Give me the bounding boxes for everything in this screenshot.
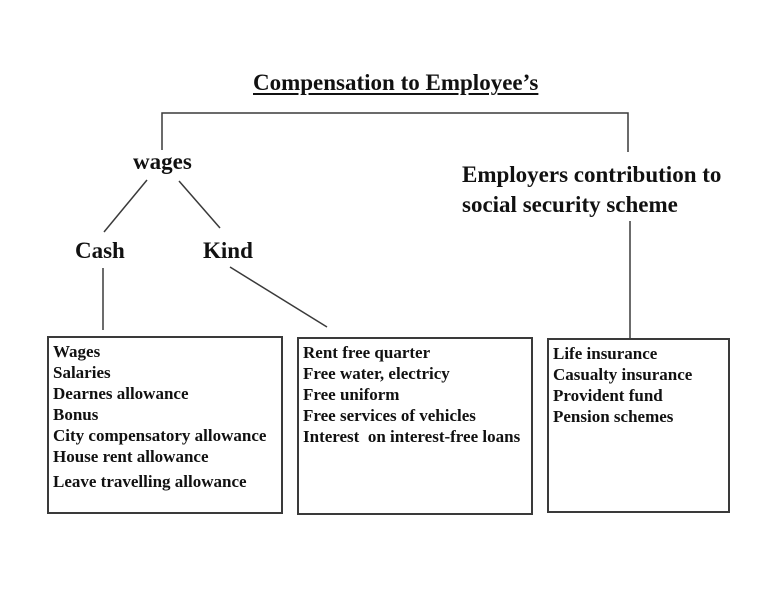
kind-box-item: Free services of vehicles	[303, 406, 476, 425]
kind-items-box: Rent free quarter Free water, electricy …	[297, 337, 533, 515]
node-employers-contribution: Employers contribution to social securit…	[462, 162, 722, 217]
node-cash: Cash	[75, 238, 125, 263]
employer-box-item: Casualty insurance	[553, 365, 693, 384]
cash-box-item: Leave travelling allowance	[53, 472, 247, 491]
cash-box-item: Bonus	[53, 405, 99, 424]
kind-box-item: Free uniform	[303, 385, 400, 404]
employer-box-item: Life insurance	[553, 344, 658, 363]
employer-box-item: Pension schemes	[553, 407, 674, 426]
cash-items-box: Wages Salaries Dearnes allowance Bonus C…	[47, 336, 283, 514]
employer-box-item: Provident fund	[553, 386, 663, 405]
wages-to-cash-line	[103, 179, 148, 233]
kind-box-item: Free water, electricy	[303, 364, 450, 383]
wages-to-kind-line	[178, 180, 221, 229]
cash-box-item: Salaries	[53, 363, 111, 382]
node-wages: wages	[133, 149, 192, 174]
employer-items-box: Life insurance Casualty insurance Provid…	[547, 338, 730, 513]
cash-box-item: Dearnes allowance	[53, 384, 189, 403]
kind-box-item: Interest on interest-free loans	[303, 427, 521, 446]
bracket-line	[161, 112, 629, 152]
diagram-title: Compensation to Employee’s	[253, 70, 539, 95]
kind-box-item: Rent free quarter	[303, 343, 431, 362]
cash-box-item: House rent allowance	[53, 447, 209, 466]
kind-to-box-line	[229, 266, 328, 328]
cash-box-item: City compensatory allowance	[53, 426, 267, 445]
node-kind: Kind	[203, 238, 253, 263]
cash-box-item: Wages	[53, 342, 101, 361]
